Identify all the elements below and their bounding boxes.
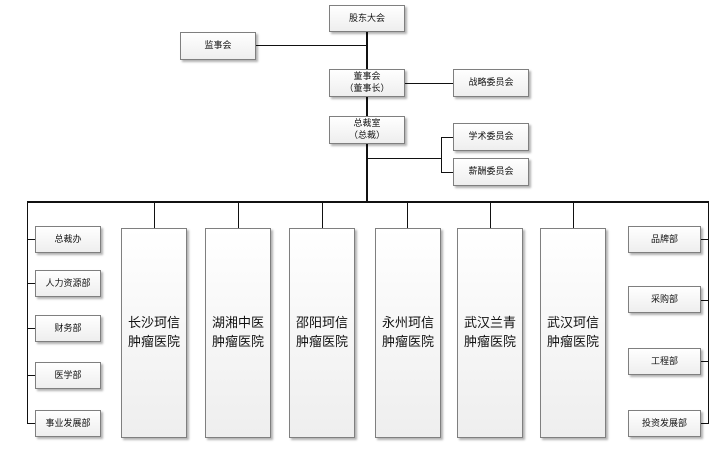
academic-committee-box: 学术委员会	[453, 123, 529, 151]
connector-line	[27, 239, 35, 240]
shareholders-box: 股东大会	[329, 5, 405, 32]
left-department-label: 财务部	[54, 323, 82, 334]
connector-line	[701, 423, 709, 424]
connector-line	[27, 283, 35, 284]
connector-line	[238, 202, 239, 228]
hospital-name: 武汉兰青	[463, 316, 516, 331]
hospital-type: 肿瘤医院	[211, 335, 264, 350]
right-department-label: 投资发展部	[641, 418, 687, 429]
connector-line	[490, 202, 491, 228]
connector-line	[366, 144, 368, 202]
hospital-type: 肿瘤医院	[381, 335, 434, 350]
hospital-box: 永州珂信 肿瘤医院	[375, 228, 441, 438]
hospital-type: 肿瘤医院	[546, 335, 599, 350]
board-box: 董事会 （董事长）	[329, 69, 405, 97]
connector-line	[256, 45, 368, 46]
hospital-box: 武汉兰青 肿瘤医院	[457, 228, 523, 438]
hospital-box: 长沙珂信 肿瘤医院	[121, 228, 187, 438]
connector-line	[701, 361, 709, 362]
strategy-committee-label: 战略委员会	[468, 78, 514, 88]
left-department-label: 总裁办	[54, 234, 82, 245]
connector-line	[407, 202, 408, 228]
connector-line	[701, 300, 709, 301]
hospital-name: 武汉珂信	[546, 316, 599, 331]
hospital-box: 武汉珂信 肿瘤医院	[540, 228, 606, 438]
compensation-committee-box: 薪酬委员会	[453, 158, 529, 186]
connector-line	[368, 158, 442, 159]
connector-line	[366, 32, 368, 69]
right-department-label: 采购部	[650, 294, 678, 305]
strategy-committee-box: 战略委员会	[453, 69, 529, 97]
shareholders-label: 股东大会	[348, 13, 385, 24]
left-department-box: 事业发展部	[35, 410, 101, 437]
hospital-name: 邵阳珂信	[295, 316, 348, 331]
right-department-box: 采购部	[628, 286, 701, 313]
supervisors-label: 监事会	[204, 41, 232, 51]
left-department-label: 事业发展部	[45, 418, 91, 429]
left-department-label: 人力资源部	[45, 278, 91, 289]
connector-line	[27, 375, 35, 376]
left-department-label: 医学部	[54, 370, 82, 381]
connector-line	[441, 172, 453, 173]
connector-line	[27, 328, 35, 329]
compensation-committee-label: 薪酬委员会	[468, 167, 514, 177]
president-office-sublabel: （总裁）	[348, 131, 385, 141]
supervisors-box: 监事会	[180, 32, 256, 60]
hospital-type: 肿瘤医院	[127, 335, 180, 350]
connector-line	[441, 137, 442, 173]
connector-line	[322, 202, 323, 228]
president-office-label: 总裁室	[353, 119, 381, 129]
academic-committee-label: 学术委员会	[468, 132, 514, 142]
hospital-type: 肿瘤医院	[295, 335, 348, 350]
left-department-box: 财务部	[35, 315, 101, 342]
connector-line	[27, 201, 28, 424]
right-department-box: 投资发展部	[628, 410, 701, 437]
hospital-box: 邵阳珂信 肿瘤医院	[289, 228, 355, 438]
connector-line	[573, 202, 574, 228]
right-department-box: 工程部	[628, 348, 701, 375]
hospital-name: 永州珂信	[381, 316, 434, 331]
connector-line	[27, 423, 35, 424]
left-department-box: 总裁办	[35, 226, 101, 253]
connector-line	[154, 202, 155, 228]
connector-line	[708, 201, 709, 424]
board-sublabel: （董事长）	[344, 84, 390, 94]
left-department-box: 人力资源部	[35, 270, 101, 297]
connector-line	[441, 137, 453, 138]
connector-line	[27, 201, 709, 203]
connector-line	[366, 97, 368, 116]
hospital-name: 长沙珂信	[127, 316, 180, 331]
hospital-name: 湖湘中医	[211, 316, 264, 331]
hospital-type: 肿瘤医院	[463, 335, 516, 350]
left-department-box: 医学部	[35, 362, 101, 389]
right-department-box: 品牌部	[628, 226, 701, 253]
connector-line	[405, 83, 453, 84]
right-department-label: 品牌部	[650, 234, 678, 245]
hospital-box: 湖湘中医 肿瘤医院	[205, 228, 271, 438]
president-office-box: 总裁室 （总裁）	[329, 116, 405, 144]
right-department-label: 工程部	[650, 356, 678, 367]
board-label: 董事会	[353, 72, 381, 82]
connector-line	[701, 239, 709, 240]
